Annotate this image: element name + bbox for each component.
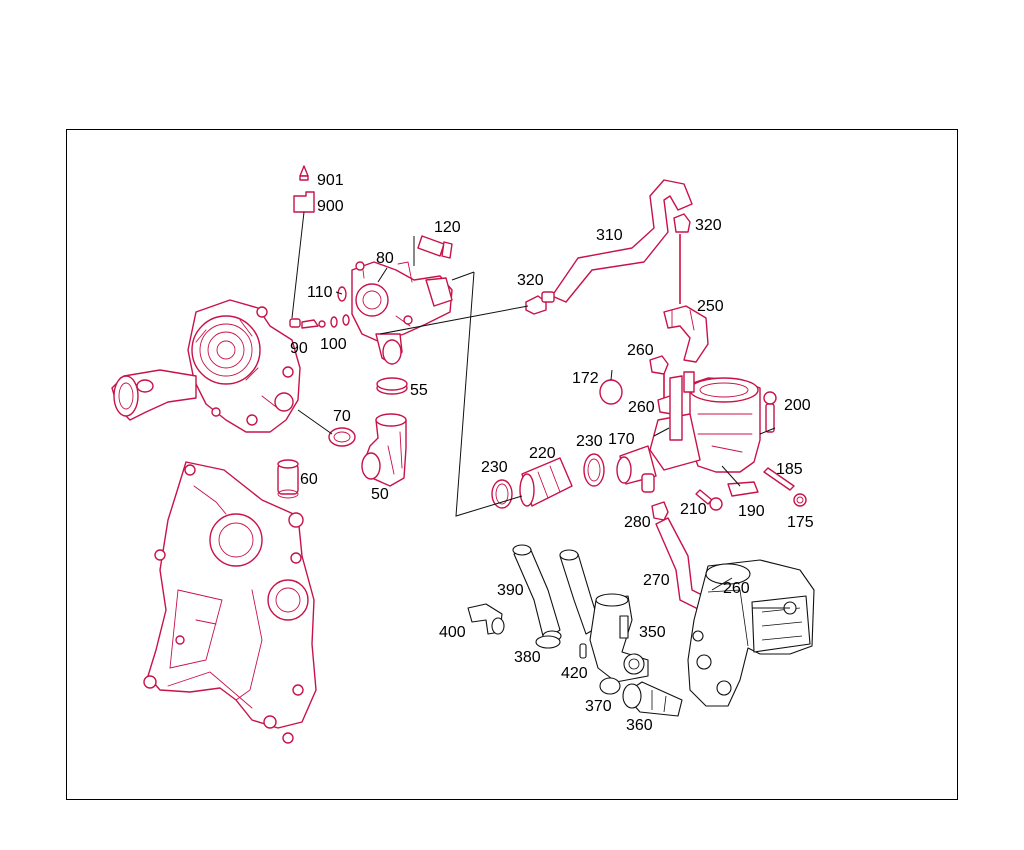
part-900-901-cap [293, 165, 315, 213]
callout-260-upper: 260 [627, 342, 654, 359]
callout-55: 55 [410, 382, 428, 399]
callout-230-right: 230 [576, 433, 603, 450]
callout-170: 170 [608, 431, 635, 448]
part-380-clamp [535, 635, 561, 649]
callout-270: 270 [643, 572, 670, 589]
water-pump-assembly [111, 299, 301, 433]
callout-900: 900 [317, 198, 344, 215]
part-250-elbow-hose [663, 305, 709, 363]
callout-260-lower: 260 [723, 580, 750, 597]
callout-200: 200 [784, 397, 811, 414]
callout-80: 80 [376, 250, 394, 267]
callout-110: 110 [307, 284, 333, 301]
callout-220: 220 [529, 445, 556, 462]
callout-420: 420 [561, 665, 588, 682]
part-210-bolt [695, 489, 723, 511]
callout-100: 100 [320, 336, 347, 353]
callout-280: 280 [624, 514, 651, 531]
callout-185: 185 [776, 461, 803, 478]
callout-350: 350 [639, 624, 666, 641]
callout-310: 310 [596, 227, 623, 244]
part-360-hose [622, 681, 683, 717]
callout-70: 70 [333, 408, 351, 425]
part-200-bolt [763, 391, 777, 433]
callout-360: 360 [626, 717, 653, 734]
part-220-hose [519, 457, 573, 507]
part-50-elbow [361, 413, 407, 487]
callout-175: 175 [787, 514, 814, 531]
thermostat-housing [351, 261, 453, 365]
callout-90: 90 [290, 340, 308, 357]
callout-230-left: 230 [481, 459, 508, 476]
timing-cover [143, 461, 317, 744]
callout-172: 172 [572, 370, 599, 387]
callout-60: 60 [300, 471, 318, 488]
part-350-valve [589, 593, 649, 683]
part-55-clamp [376, 377, 408, 395]
callout-400: 400 [439, 624, 466, 641]
callout-320-top: 320 [695, 217, 722, 234]
oil-cooler-housing [687, 559, 815, 707]
part-420-screw [579, 643, 587, 659]
part-90-100-sensor [289, 314, 350, 329]
callout-190: 190 [738, 503, 765, 520]
callout-labels: 901 900 120 80 110 90 100 310 320 320 25… [290, 172, 814, 734]
callout-260-middle: 260 [628, 399, 655, 416]
callout-380: 380 [514, 649, 541, 666]
part-60-sleeve [277, 459, 299, 499]
callout-320-mid: 320 [517, 272, 544, 289]
callout-901: 901 [317, 172, 344, 189]
part-400-bracket [467, 603, 505, 635]
part-175-nut [793, 493, 807, 507]
callout-250: 250 [697, 298, 724, 315]
callout-210: 210 [680, 501, 707, 518]
part-190-hose [727, 481, 759, 497]
part-320-clips [525, 213, 691, 315]
callout-120: 120 [434, 219, 461, 236]
leader-lines [291, 211, 790, 609]
callout-50: 50 [371, 486, 389, 503]
callout-370: 370 [585, 698, 612, 715]
part-172-ring [599, 379, 623, 405]
part-370-clamp [599, 677, 621, 695]
coolant-pump-assembly [616, 371, 761, 493]
part-70-seal-ring [328, 427, 356, 447]
callout-390: 390 [497, 582, 524, 599]
part-185-stud [763, 467, 795, 491]
part-390-hose-right [559, 549, 601, 635]
part-280-clip [651, 501, 669, 521]
diagram-frame [66, 129, 958, 800]
part-120-bolt [417, 235, 453, 259]
hose-310 [551, 179, 693, 303]
